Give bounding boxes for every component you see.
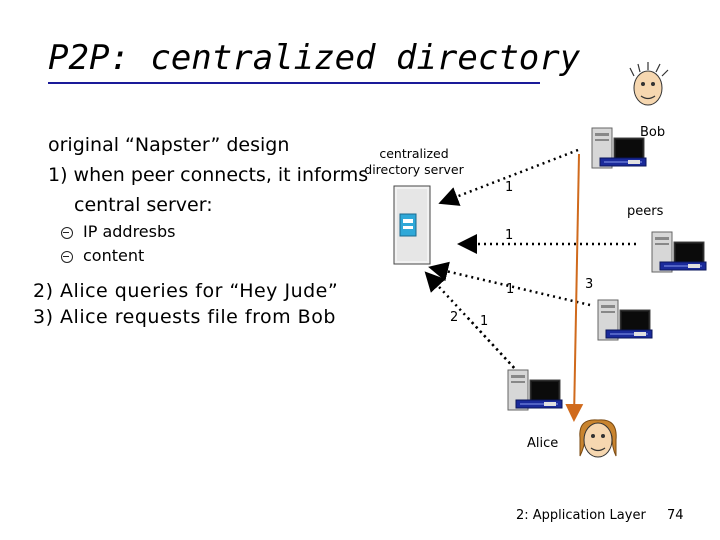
bullet-alice-requests: 3) Alice requests file from Bob: [33, 306, 336, 328]
edge-alice-bob-transfer: [565, 153, 584, 422]
title-underline: [48, 82, 540, 84]
bullet-marker-icon: [61, 227, 73, 239]
bullet-original-design: original “Napster” design: [48, 134, 290, 156]
bullet-list: original “Napster” design 1) when peer c…: [33, 130, 368, 330]
alice-label: Alice: [527, 436, 559, 451]
edge-label-1: 1: [506, 282, 515, 297]
edge-label-2: 2: [450, 310, 459, 325]
edge-label-1: 1: [480, 314, 489, 329]
bullet-alice-queries: 2) Alice queries for “Hey Jude”: [33, 280, 339, 302]
bob-label: Bob: [640, 125, 666, 140]
alice-person-icon: [579, 419, 617, 458]
slide-title: P2P: centralized directory: [48, 38, 581, 78]
edge-bob-to-server: [438, 148, 579, 206]
footer-chapter: 2: Application Layer: [516, 508, 646, 523]
server-label: centralized directory server: [364, 146, 464, 177]
computer-icon-peer: [651, 231, 707, 273]
peers-label: peers: [627, 204, 664, 219]
sub-bullet-content-text: content: [83, 246, 145, 265]
sub-bullet-ip: IP addresbs: [33, 220, 363, 244]
computer-icon-bob: [591, 127, 647, 169]
edge-label-3: 3: [585, 277, 594, 292]
edge-alice-query: [467, 317, 517, 371]
sub-bullet-ip-text: IP addresbs: [83, 222, 176, 241]
footer-page-number: 74: [667, 508, 684, 523]
edge-label-1: 1: [505, 228, 514, 243]
bullet-marker-icon: [61, 251, 73, 263]
sub-bullet-content: content: [33, 244, 363, 268]
computer-icon-alice: [507, 369, 563, 411]
computer-icon-peer: [597, 299, 653, 341]
diagram-edges: [424, 148, 636, 422]
server-icon: [393, 185, 431, 265]
bob-person-icon: [629, 62, 669, 106]
edge-label-1: 1: [505, 180, 514, 195]
bullet-peer-connects: 1) when peer connects, it informs centra…: [48, 164, 369, 216]
